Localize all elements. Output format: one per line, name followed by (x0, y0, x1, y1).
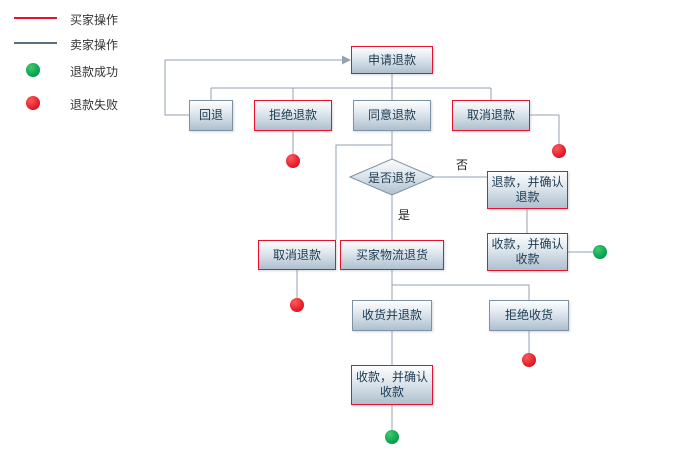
success-dot-bottom (385, 430, 399, 444)
decision-diamond (348, 158, 436, 196)
arrowhead-into-apply-refund (342, 55, 351, 65)
node-buyer-ship-return-label: 买家物流退货 (355, 247, 428, 262)
failure-dot-refuse-receive (522, 353, 536, 367)
success-dot-swatch (26, 63, 40, 77)
node-cancel-refund-mid-label: 取消退款 (272, 247, 321, 262)
legend-label-refund-failure: 退款失败 (70, 98, 119, 112)
edge-label-yes: 是 (398, 208, 411, 222)
legend-item-seller-op: 卖家操作 (14, 35, 194, 52)
node-refund-and-confirm: 退款，并确认退款 (487, 171, 568, 209)
node-return-goods-decision: 是否退货 (352, 168, 432, 186)
node-rollback: 回退 (189, 100, 233, 131)
legend-item-refund-failure: 退款失败 (14, 95, 194, 112)
node-receive-and-refund: 收货并退款 (352, 300, 432, 331)
failure-dot-swatch (26, 96, 40, 110)
node-agree-refund: 同意退款 (353, 100, 431, 131)
node-receive-and-refund-label: 收货并退款 (361, 308, 422, 322)
node-rollback-label: 回退 (198, 108, 223, 122)
edge-branch-refuse-receive (392, 284, 530, 300)
failure-dot-cancel-refund-mid (290, 298, 304, 312)
node-cancel-refund-top: 取消退款 (452, 100, 530, 131)
node-return-goods-decision-label: 是否退货 (367, 170, 416, 185)
node-refuse-refund-label: 拒绝退款 (268, 108, 317, 122)
node-refuse-refund: 拒绝退款 (254, 100, 332, 131)
node-receive-confirm-bottom: 收款，并确认收款 (351, 365, 433, 405)
node-receive-confirm-bottom-label: 收款，并确认收款 (355, 370, 428, 399)
node-buyer-ship-return: 买家物流退货 (340, 240, 444, 270)
node-cancel-refund-top-label: 取消退款 (466, 108, 515, 122)
node-apply-refund-label: 申请退款 (367, 52, 416, 67)
seller-line-swatch (14, 42, 57, 44)
node-receive-confirm-right: 收款，并确认收款 (487, 233, 568, 271)
edge-rollback-loop (164, 59, 342, 116)
edge-branch-cancel-mid (335, 144, 392, 240)
legend-item-refund-success: 退款成功 (14, 62, 194, 79)
failure-dot-refuse-refund (286, 154, 300, 168)
failure-dot-cancel-refund-top (552, 144, 566, 158)
edge-cancel-top-fail (530, 114, 560, 144)
success-dot-receive-right (593, 245, 607, 259)
legend-label-refund-success: 退款成功 (70, 65, 119, 79)
buyer-line-swatch (14, 17, 57, 19)
node-agree-refund-label: 同意退款 (367, 108, 416, 122)
node-refund-and-confirm-label: 退款，并确认退款 (491, 175, 564, 204)
edge-label-no: 否 (456, 158, 469, 172)
node-refuse-receive: 拒绝收货 (489, 300, 569, 331)
legend-label-buyer-op: 买家操作 (70, 13, 119, 27)
legend-item-buyer-op: 买家操作 (14, 10, 194, 27)
node-refuse-receive-label: 拒绝收货 (504, 308, 553, 322)
legend-label-seller-op: 卖家操作 (70, 38, 119, 52)
node-cancel-refund-mid: 取消退款 (258, 240, 336, 270)
node-receive-confirm-right-label: 收款，并确认收款 (491, 237, 564, 266)
node-apply-refund: 申请退款 (351, 46, 433, 74)
